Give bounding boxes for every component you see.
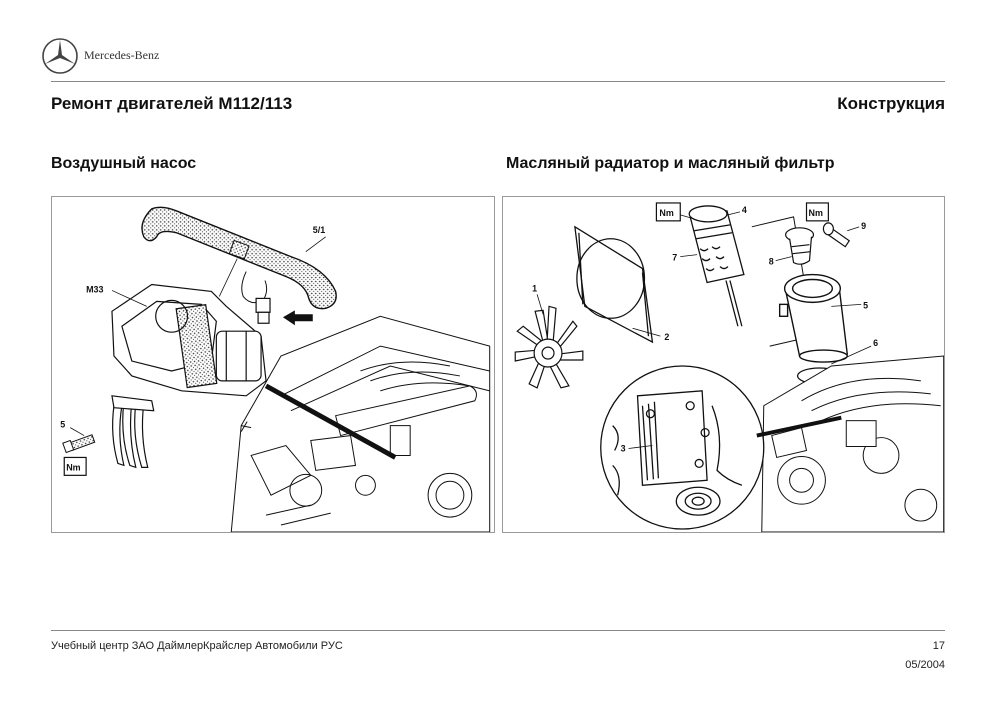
torque-box-housing bbox=[805, 202, 829, 222]
air-pump-illustration: 5/1 M33 5 bbox=[51, 196, 495, 533]
label-m33: M33 bbox=[86, 284, 103, 294]
label-8: 8 bbox=[769, 257, 774, 267]
oil-cooler-detail bbox=[600, 365, 765, 530]
panel-title-oil-cooler: Масляный радиатор и масляный фильтр bbox=[506, 155, 835, 172]
header-divider bbox=[51, 81, 945, 82]
section-title: Конструкция bbox=[837, 94, 945, 113]
document-title: Ремонт двигателей М112/113 bbox=[51, 94, 293, 113]
label-7: 7 bbox=[672, 253, 677, 263]
mercedes-star-icon bbox=[40, 36, 80, 76]
document-date: 05/2004 bbox=[905, 659, 945, 671]
label-2: 2 bbox=[664, 332, 669, 342]
air-pump-drawing: 5/1 M33 5 bbox=[60, 206, 491, 532]
torque-box-filter bbox=[655, 202, 681, 222]
oil-filter bbox=[688, 205, 745, 327]
bolt-5 bbox=[62, 434, 96, 454]
brand-name: Mercedes-Benz bbox=[84, 48, 160, 62]
mounting-bracket bbox=[111, 395, 155, 469]
air-hose bbox=[141, 206, 337, 310]
label-9: 9 bbox=[861, 221, 866, 231]
engine-block bbox=[761, 355, 944, 532]
footer-organization: Учебный центр ЗАО ДаймлерКрайслер Автомо… bbox=[51, 640, 343, 652]
label-5: 5 bbox=[863, 300, 868, 310]
label-nm-filter: Nm bbox=[659, 208, 673, 218]
drain-plug bbox=[785, 227, 815, 265]
fan-shroud bbox=[574, 225, 654, 344]
footer-divider bbox=[51, 630, 945, 631]
engine-block bbox=[230, 315, 491, 532]
oil-cooler-drawing: 2 1 Nm 4 7 bbox=[514, 202, 944, 532]
label-4: 4 bbox=[742, 205, 747, 215]
bolt-9 bbox=[822, 222, 851, 248]
fan bbox=[514, 305, 584, 389]
panel-title-air-pump: Воздушный насос bbox=[51, 155, 197, 172]
air-pump-body bbox=[111, 283, 267, 397]
arrow-icon bbox=[282, 310, 313, 326]
label-3: 3 bbox=[621, 443, 626, 453]
oil-cooler-filter-illustration: 2 1 Nm 4 7 bbox=[502, 196, 945, 533]
label-5-1: 5/1 bbox=[313, 225, 325, 235]
label-6: 6 bbox=[873, 338, 878, 348]
label-1: 1 bbox=[532, 283, 537, 293]
filter-housing bbox=[778, 273, 849, 363]
label-5: 5 bbox=[60, 420, 65, 430]
label-nm-housing: Nm bbox=[808, 208, 822, 218]
page-number: 17 bbox=[932, 640, 945, 652]
torque-box bbox=[63, 456, 87, 476]
label-nm: Nm bbox=[66, 462, 80, 472]
